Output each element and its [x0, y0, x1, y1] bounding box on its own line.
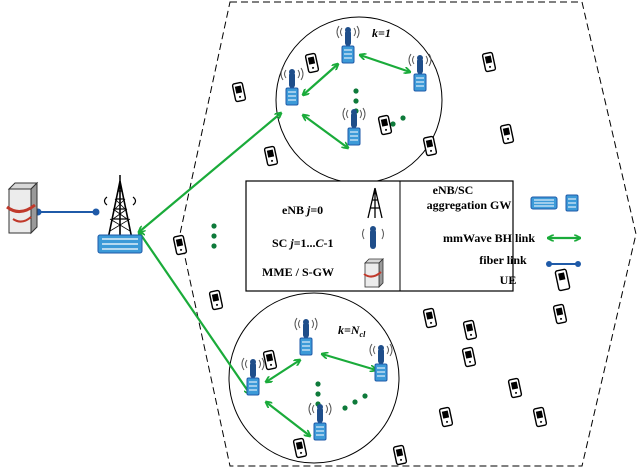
mmwave-bh-links: [139, 55, 410, 436]
small-cells: [241, 25, 432, 441]
small-cell-icon: [280, 67, 304, 106]
dot: [362, 393, 368, 399]
dot: [315, 381, 321, 387]
enb-tower-icon: [97, 175, 143, 254]
small-cell-icon: [342, 107, 366, 146]
legend-fiber-icon: [546, 261, 581, 267]
ue-phone-icon: [532, 406, 548, 428]
legend-sc-icon: [362, 226, 384, 249]
mme-sgw-server-icon: [6, 181, 39, 235]
bh-link-bot-1: [266, 360, 300, 382]
user-equipments: [172, 51, 568, 466]
ue-phone-icon: [438, 406, 454, 428]
ue-phone-icon: [292, 437, 308, 459]
legend-fiber-label: fiber link: [479, 253, 527, 267]
legend-gw-label-line1: eNB/SC: [433, 183, 474, 197]
legend-ue-icon: [554, 268, 571, 292]
dot: [342, 405, 348, 411]
dot: [211, 223, 217, 229]
dot: [211, 243, 217, 249]
dot: [353, 88, 359, 94]
ue-phone-icon: [422, 135, 438, 157]
bh-link-enb-bottom: [139, 232, 250, 394]
ue-phone-icon: [392, 444, 408, 466]
ue-phone-icon: [262, 349, 278, 371]
dot: [315, 391, 321, 397]
legend-ue-label: UE: [500, 273, 517, 287]
ue-phone-icon: [377, 114, 393, 136]
legend: eNB j=0 SC j=1...C-1 MME / S-GW eNB/SC a…: [245, 180, 581, 292]
small-cell-icon: [241, 357, 265, 396]
ue-phone-icon: [231, 81, 247, 103]
bh-link-enb-top: [139, 113, 281, 232]
ue-phone-icon: [422, 307, 438, 329]
ue-phone-icon: [461, 346, 477, 368]
ue-phone-icon: [507, 377, 523, 399]
small-cell-icon: [408, 53, 432, 92]
bh-link-top-1: [303, 64, 338, 95]
dot: [353, 98, 359, 104]
small-cell-icon: [308, 402, 332, 441]
ue-phone-icon: [552, 303, 568, 325]
small-cell-icon: [294, 317, 318, 356]
ue-phone-icon: [172, 234, 188, 256]
ellipsis-dots: [211, 88, 406, 411]
coverage-hexagon: [179, 1, 637, 467]
dot: [211, 233, 217, 239]
cluster-label-top: k=1: [372, 26, 391, 40]
legend-gw-icon-1: [530, 196, 558, 210]
legend-sc-label: SC j=1...C-1: [272, 236, 334, 250]
legend-gw-label-line2: aggregation GW: [427, 198, 512, 212]
dot: [400, 115, 406, 121]
bh-link-top-2: [360, 55, 410, 72]
legend-bh-label: mmWave BH link: [443, 231, 535, 245]
bh-link-bot-2: [322, 354, 376, 370]
bh-link-top-3: [303, 115, 348, 148]
ue-phone-icon: [481, 51, 497, 73]
dot: [390, 121, 396, 127]
ue-phone-icon: [304, 52, 320, 74]
legend-mme-icon: [363, 258, 384, 288]
ue-phone-icon: [263, 145, 279, 167]
fiber-link: [34, 208, 100, 216]
legend-mme-label: MME / S-GW: [262, 265, 334, 279]
legend-enb-icon: [367, 187, 383, 219]
cluster-circle-top: [275, 16, 443, 184]
ue-phone-icon: [462, 319, 478, 341]
legend-gw-icon-2: [565, 194, 579, 212]
legend-enb-label: eNB j=0: [282, 203, 323, 217]
small-cell-icon: [369, 343, 393, 382]
ue-phone-icon: [499, 123, 515, 145]
cluster-label-bottom: k=Ncl: [338, 323, 366, 339]
bh-link-bot-3: [266, 402, 310, 436]
dot: [352, 399, 358, 405]
ue-phone-icon: [208, 289, 224, 311]
small-cell-icon: [336, 25, 360, 64]
